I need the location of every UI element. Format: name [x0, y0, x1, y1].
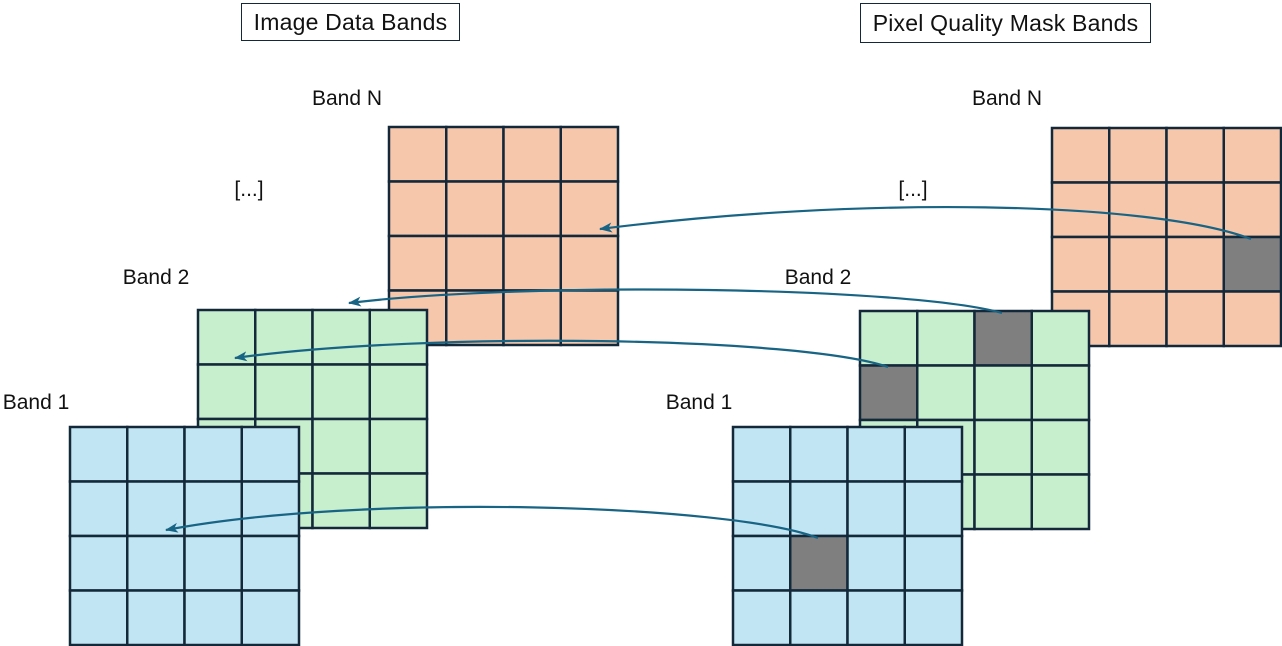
pixel-cell — [368, 417, 429, 475]
pixel-cell — [846, 589, 906, 646]
pixel-cell — [1030, 364, 1091, 422]
pixel-cell — [1165, 126, 1225, 184]
mask-band-1-label: Band 1 — [665, 391, 733, 414]
pixel-cell — [445, 234, 505, 292]
pixel-cell — [903, 534, 964, 592]
pixel-cell — [254, 363, 314, 421]
image-band-1-grid — [68, 425, 301, 646]
pixel-cell — [973, 418, 1033, 476]
pixel-cell — [240, 480, 301, 538]
image-band-n-grid — [387, 125, 620, 347]
pixel-cell — [1050, 235, 1111, 293]
pixel-cell — [1108, 181, 1168, 239]
pixel-cell — [973, 473, 1033, 531]
masked-pixel-cell — [973, 309, 1033, 367]
pixel-cell — [731, 425, 792, 483]
pixel-quality-mask-bands-title: Pixel Quality Mask Bands — [860, 3, 1151, 43]
pixel-cell — [311, 472, 371, 530]
pixel-cell — [1030, 309, 1091, 367]
pixel-cell — [311, 363, 371, 421]
pixel-cell — [311, 417, 371, 475]
masked-pixel-cell — [1222, 235, 1282, 293]
pixel-cell — [903, 480, 964, 538]
pixel-cell — [445, 125, 505, 183]
pixel-cell — [445, 180, 505, 238]
pixel-cell — [1030, 473, 1091, 531]
pixel-cell — [240, 425, 301, 483]
pixel-cell — [1108, 126, 1168, 184]
pixel-cell — [196, 363, 257, 421]
pixel-cell — [240, 589, 301, 646]
pixel-cell — [559, 125, 620, 183]
pixel-cell — [559, 289, 620, 347]
pixel-cell — [858, 309, 919, 367]
pixel-cell — [254, 308, 314, 366]
pixel-cell — [68, 480, 129, 538]
pixel-cell — [126, 425, 186, 483]
pixel-cell — [240, 534, 301, 592]
pixel-cell — [1165, 290, 1225, 348]
band-n-mask-arrow — [599, 206, 1252, 241]
mask-band-1-grid — [731, 425, 964, 646]
pixel-cell — [846, 425, 906, 483]
pixel-cell — [502, 180, 562, 238]
image-bands-ellipsis: [...] — [234, 178, 264, 201]
image-band-n-label: Band N — [311, 87, 383, 110]
pixel-cell — [368, 308, 429, 366]
mask-band-2-label: Band 2 — [784, 266, 852, 289]
pixel-cell — [183, 480, 243, 538]
pixel-cell — [846, 480, 906, 538]
pixel-cell — [903, 589, 964, 646]
pixel-cell — [1222, 181, 1282, 239]
mask-band-n-label: Band N — [971, 87, 1043, 110]
pixel-cell — [68, 534, 129, 592]
pixel-cell — [1050, 126, 1111, 184]
pixel-cell — [183, 589, 243, 646]
pixel-cell — [789, 589, 849, 646]
pixel-cell — [973, 364, 1033, 422]
pixel-cell — [731, 534, 792, 592]
pixel-cell — [916, 309, 976, 367]
pixel-cell — [368, 472, 429, 530]
image-data-bands-title: Image Data Bands — [241, 3, 460, 41]
pixel-cell — [502, 289, 562, 347]
pixel-cell — [846, 534, 906, 592]
pixel-cell — [68, 589, 129, 646]
pixel-cell — [559, 234, 620, 292]
pixel-cell — [445, 289, 505, 347]
pixel-cell — [126, 589, 186, 646]
pixel-cell — [789, 480, 849, 538]
pixel-cell — [183, 425, 243, 483]
masked-pixel-cell — [789, 534, 849, 592]
pixel-cell — [1222, 290, 1282, 348]
pixel-cell — [387, 234, 448, 292]
pixel-cell — [183, 534, 243, 592]
pixel-cell — [1108, 235, 1168, 293]
pixel-cell — [1108, 290, 1168, 348]
pixel-cell — [368, 363, 429, 421]
pixel-cell — [126, 534, 186, 592]
pixel-cell — [1165, 235, 1225, 293]
pixel-cell — [502, 234, 562, 292]
band-2-mask-arrow-r2c1 — [234, 339, 889, 369]
mask-bands-ellipsis: [...] — [898, 178, 928, 201]
pixel-cell — [502, 125, 562, 183]
pixel-cell — [387, 180, 448, 238]
pixel-cell — [387, 125, 448, 183]
pixel-cell — [916, 364, 976, 422]
band-2-mask-arrow-r1c3 — [348, 288, 1003, 315]
masked-pixel-cell — [858, 364, 919, 422]
image-band-2-label: Band 2 — [122, 266, 190, 289]
pixel-cell — [68, 425, 129, 483]
image-band-1-label: Band 1 — [2, 391, 70, 414]
band-1-mask-arrow — [165, 505, 819, 540]
pixel-cell — [731, 589, 792, 646]
pixel-cell — [311, 308, 371, 366]
pixel-cell — [1222, 126, 1282, 184]
pixel-cell — [903, 425, 964, 483]
pixel-cell — [1030, 418, 1091, 476]
pixel-cell — [789, 425, 849, 483]
